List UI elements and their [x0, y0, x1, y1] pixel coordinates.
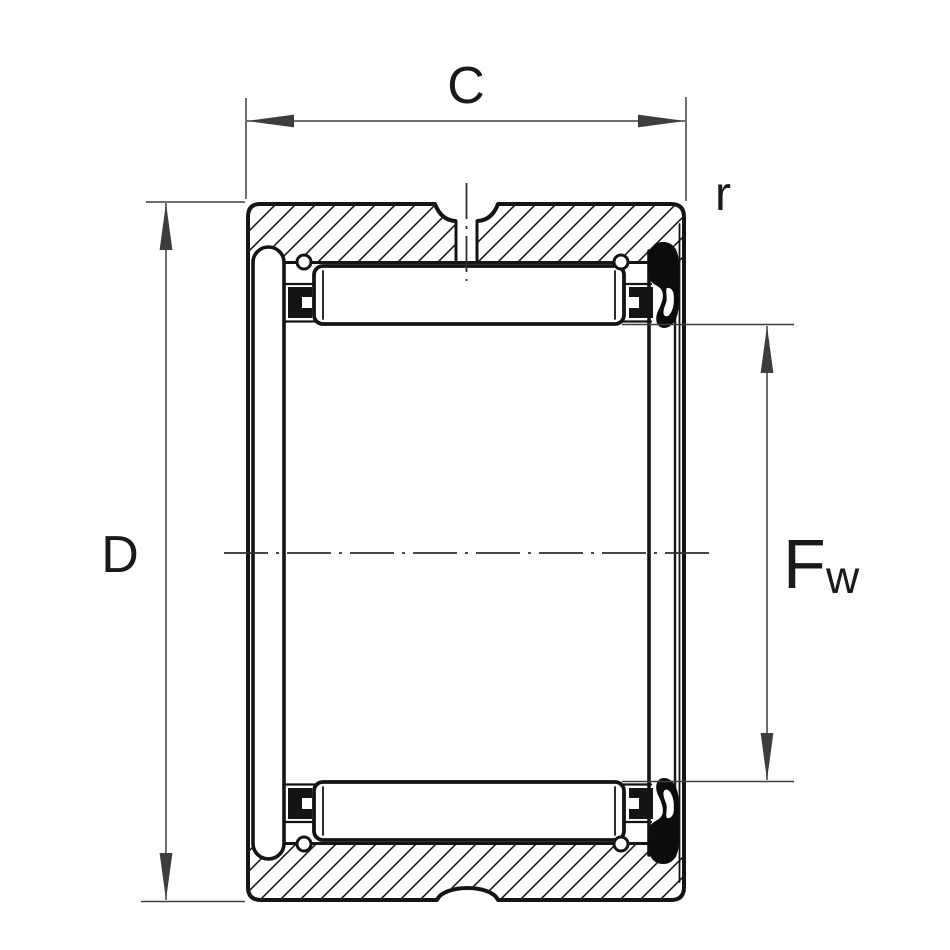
- roller-end-lines: [322, 270, 616, 320]
- c-arrow-right: [638, 114, 685, 128]
- fw-arrow-top: [760, 326, 774, 373]
- label-fw-sub: w: [825, 551, 860, 603]
- cage-rivet-right: [612, 253, 630, 271]
- roller-cage-assembly-bottom: [283, 780, 655, 853]
- d-extension-lines: [141, 201, 245, 903]
- roller-cage-assembly-top: [283, 253, 653, 326]
- label-c: C: [447, 57, 485, 115]
- d-arrow-bottom: [159, 853, 173, 900]
- lube-hole-sides: [454, 219, 479, 264]
- c-extension-lines: [245, 97, 687, 201]
- fw-arrow-bottom: [760, 733, 774, 780]
- seal-lip-top: [647, 242, 679, 328]
- needle-roller: [312, 264, 626, 326]
- cage-notch-left: [302, 297, 312, 308]
- dimension-c: C: [245, 57, 687, 201]
- cage-notch-right: [629, 297, 639, 308]
- fw-extension-lines: [622, 323, 794, 783]
- d-arrow-top: [159, 203, 173, 250]
- dimension-fw: F w: [622, 323, 860, 783]
- c-arrow-left: [247, 114, 294, 128]
- cage-rivet-left: [295, 253, 313, 271]
- label-d: D: [101, 526, 139, 584]
- label-fw-main: F: [783, 525, 826, 603]
- dimension-d: D: [101, 201, 245, 903]
- label-r: r: [715, 168, 731, 221]
